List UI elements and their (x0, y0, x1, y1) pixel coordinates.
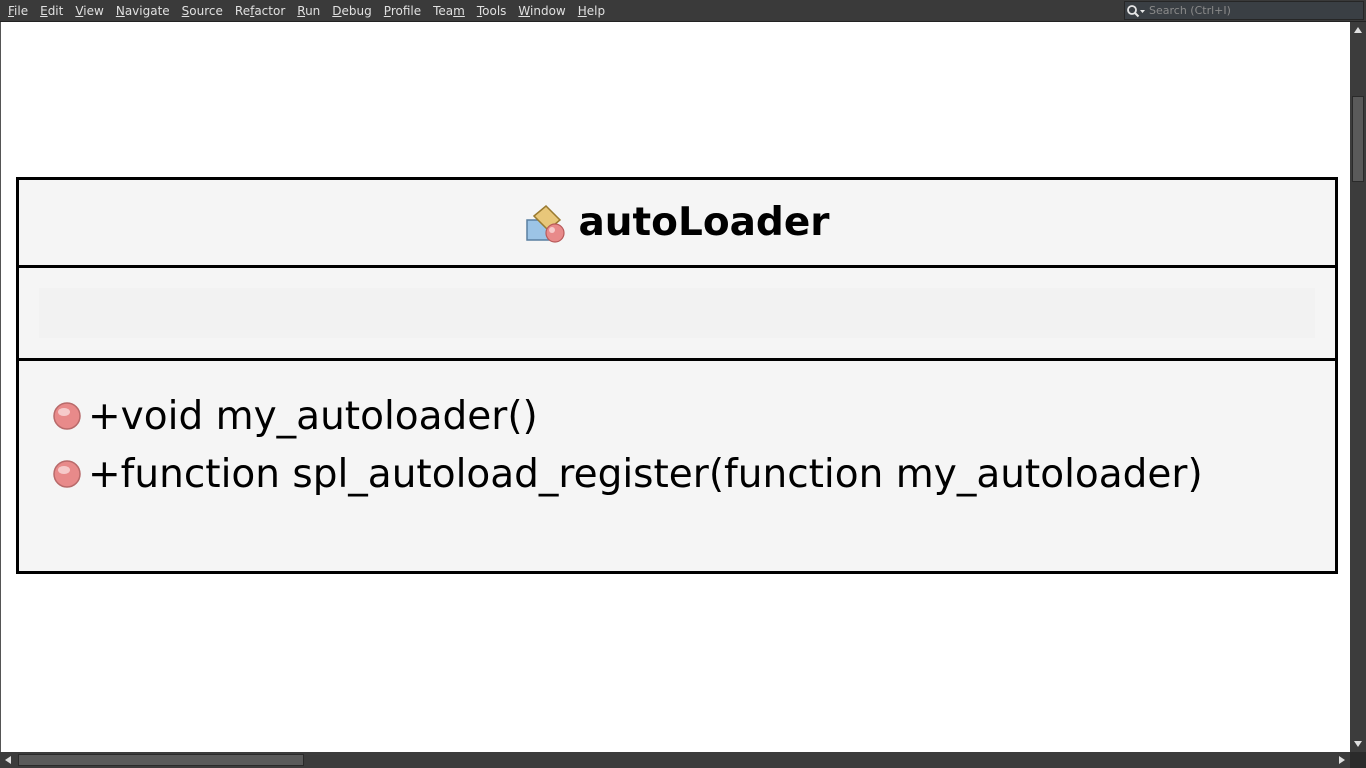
search-icon[interactable] (1125, 2, 1147, 19)
php-class-icon (524, 202, 568, 246)
uml-class-header: autoLoader (19, 180, 1335, 268)
menu-source[interactable]: Source (181, 4, 223, 18)
menu-profile[interactable]: Profile (383, 4, 422, 18)
uml-methods-section[interactable]: +void my_autoloader() +function spl_auto… (19, 361, 1335, 503)
menu-navigate[interactable]: Navigate (115, 4, 170, 18)
horizontal-scroll-thumb[interactable] (18, 754, 304, 766)
menu-team[interactable]: Team (433, 4, 465, 18)
method-signature: +void my_autoloader() (88, 393, 538, 439)
menu-items: File Edit View Navigate Source Refactor … (2, 0, 611, 22)
scroll-left-icon[interactable] (0, 752, 16, 768)
menubar: File Edit View Navigate Source Refactor … (0, 0, 1366, 22)
vertical-scrollbar[interactable] (1350, 22, 1366, 752)
menu-edit[interactable]: Edit (40, 4, 64, 18)
attributes-area (39, 288, 1315, 338)
uml-class-box[interactable]: autoLoader +void my_autoloader() (16, 177, 1338, 574)
menu-window[interactable]: Window (518, 4, 566, 18)
diagram-canvas[interactable]: autoLoader +void my_autoloader() (0, 22, 1350, 752)
menu-run[interactable]: Run (297, 4, 321, 18)
method-row[interactable]: +function spl_autoload_register(function… (19, 445, 1335, 503)
menu-view[interactable]: View (75, 4, 104, 18)
scroll-down-icon[interactable] (1350, 736, 1366, 752)
vertical-scroll-thumb[interactable] (1352, 96, 1364, 182)
class-name: autoLoader (578, 200, 830, 245)
search-box (1124, 1, 1364, 20)
scroll-right-icon[interactable] (1334, 752, 1350, 768)
scrollbar-corner (1350, 752, 1366, 768)
method-public-icon (52, 401, 82, 431)
menu-refactor[interactable]: Refactor (234, 4, 286, 18)
menu-help[interactable]: Help (577, 4, 606, 18)
method-row[interactable]: +void my_autoloader() (19, 387, 1335, 445)
menu-file[interactable]: File (8, 4, 29, 18)
search-input[interactable] (1147, 2, 1363, 19)
scroll-up-icon[interactable] (1350, 22, 1366, 38)
uml-attributes-section[interactable] (19, 268, 1335, 361)
method-signature: +function spl_autoload_register(function… (88, 451, 1203, 497)
method-public-icon (52, 459, 82, 489)
menu-debug[interactable]: Debug (332, 4, 372, 18)
menu-tools[interactable]: Tools (476, 4, 507, 18)
horizontal-scrollbar[interactable] (0, 752, 1366, 768)
